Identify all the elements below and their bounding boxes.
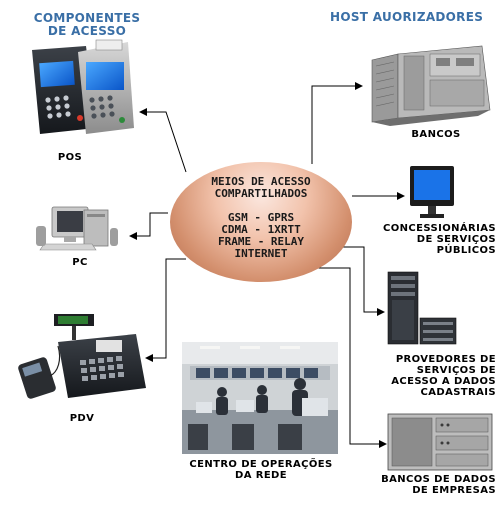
label-provedores: PROVEDORES DE SERVIÇOS DE ACESSO A DADOS… (360, 354, 496, 398)
label-noc-line-1: CENTRO DE OPERAÇÕES (189, 459, 333, 470)
arrow-to-pc (129, 212, 168, 240)
label-bancos-dados-line-2: DE EMPRESAS (412, 485, 496, 496)
arrow-to-provedores (336, 246, 385, 316)
monitor-icon (410, 166, 454, 218)
label-noc: CENTRO DE OPERAÇÕES DA REDE (178, 459, 344, 481)
label-bancos: BANCOS (411, 129, 461, 140)
label-provedores-line-2: SERVIÇOS DE (416, 365, 496, 376)
label-bancos-dados-line-1: BANCOS DE DADOS (381, 474, 496, 485)
label-pc: PC (72, 257, 88, 268)
pc-icon (36, 206, 118, 251)
mainframe-icon (371, 45, 491, 126)
label-pdv: PDV (69, 413, 95, 424)
hub-title-line-2: COMPARTILHADOS (214, 187, 308, 200)
label-concessionarias-line-1: CONCESSIONÁRIAS (382, 223, 496, 234)
hub-tech-frame-relay: FRAME - RELAY (217, 235, 305, 248)
left-header-line-2: DE ACESSO (47, 24, 127, 38)
label-provedores-line-1: PROVEDORES DE (395, 354, 496, 365)
label-concessionarias: CONCESSIONÁRIAS DE SERVIÇOS PÚBLICOS (360, 223, 496, 256)
hub-tech-gsm: GSM - GPRS (227, 211, 295, 224)
label-concessionarias-line-2: DE SERVIÇOS (416, 234, 496, 245)
arrow-to-bancos-dados (312, 267, 387, 448)
arrow-to-pos (139, 108, 187, 173)
pdv-icon (18, 314, 146, 399)
label-pos: POS (57, 152, 83, 163)
left-header: COMPONENTES DE ACESSO (22, 12, 152, 38)
server-rack-icon (387, 271, 457, 345)
shared-access-hub: MEIOS DE ACESSO COMPARTILHADOS GSM - GPR… (170, 162, 352, 282)
right-header: HOST AUORIZADORES (330, 10, 484, 24)
left-header-line-1: COMPONENTES (33, 11, 141, 25)
hub-tech-cdma: CDMA - 1XRTT (221, 223, 301, 236)
label-concessionarias-line-3: PÚBLICOS (436, 245, 496, 256)
arrow-to-pdv (145, 258, 186, 362)
label-provedores-line-4: CADASTRAIS (420, 387, 496, 398)
pos-terminal-icon (32, 39, 134, 134)
label-bancos-dados: BANCOS DE DADOS DE EMPRESAS (360, 474, 496, 496)
control-room-photo (182, 342, 338, 454)
hub-tech-internet: INTERNET (234, 247, 288, 260)
hub-title-line-1: MEIOS DE ACESSO (211, 175, 311, 188)
storage-rack-icon (387, 413, 493, 471)
label-noc-line-2: DA REDE (235, 470, 287, 481)
label-provedores-line-3: ACESSO A DADOS (391, 376, 496, 387)
arrow-to-bancos (311, 82, 363, 164)
